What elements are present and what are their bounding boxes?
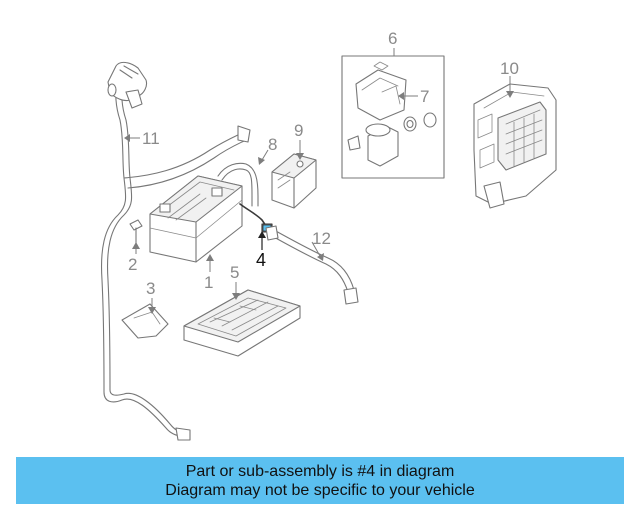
callout-4-highlighted: 4 bbox=[256, 250, 266, 270]
callout-8: 8 bbox=[268, 135, 277, 154]
part-6-relay-box-assembly bbox=[341, 55, 445, 179]
callout-12: 12 bbox=[312, 229, 331, 248]
callout-2: 2 bbox=[128, 255, 137, 274]
part-3-hold-down-bracket bbox=[121, 303, 169, 339]
callout-leaders bbox=[124, 48, 514, 314]
callout-3: 3 bbox=[146, 279, 155, 298]
callout-10: 10 bbox=[500, 59, 519, 78]
callout-5: 5 bbox=[230, 263, 239, 282]
part-8-cable bbox=[217, 162, 259, 207]
info-banner: Part or sub-assembly is #4 in diagram Di… bbox=[16, 457, 624, 504]
part-7-cover bbox=[355, 69, 407, 121]
banner-line-disclaimer: Diagram may not be specific to your vehi… bbox=[165, 481, 475, 499]
part-1-battery bbox=[149, 175, 243, 263]
part-12-cable bbox=[265, 225, 359, 305]
banner-line-part: Part or sub-assembly is #4 in diagram bbox=[185, 462, 455, 480]
callout-7: 7 bbox=[420, 87, 429, 106]
part-2-bolt bbox=[129, 219, 143, 245]
callout-6: 6 bbox=[388, 29, 397, 48]
callout-11: 11 bbox=[142, 129, 160, 148]
callout-9: 9 bbox=[294, 121, 303, 140]
part-9-module bbox=[271, 153, 317, 209]
parts-diagram: 11 8 9 6 7 10 12 2 1 3 5 4 bbox=[101, 29, 557, 441]
callout-numbers: 11 8 9 6 7 10 12 2 1 3 5 4 bbox=[128, 29, 519, 298]
part-11-battery-cable bbox=[101, 61, 251, 441]
part-5-battery-tray bbox=[183, 289, 301, 357]
callout-1: 1 bbox=[204, 273, 213, 292]
part-10-junction-box bbox=[473, 83, 557, 209]
